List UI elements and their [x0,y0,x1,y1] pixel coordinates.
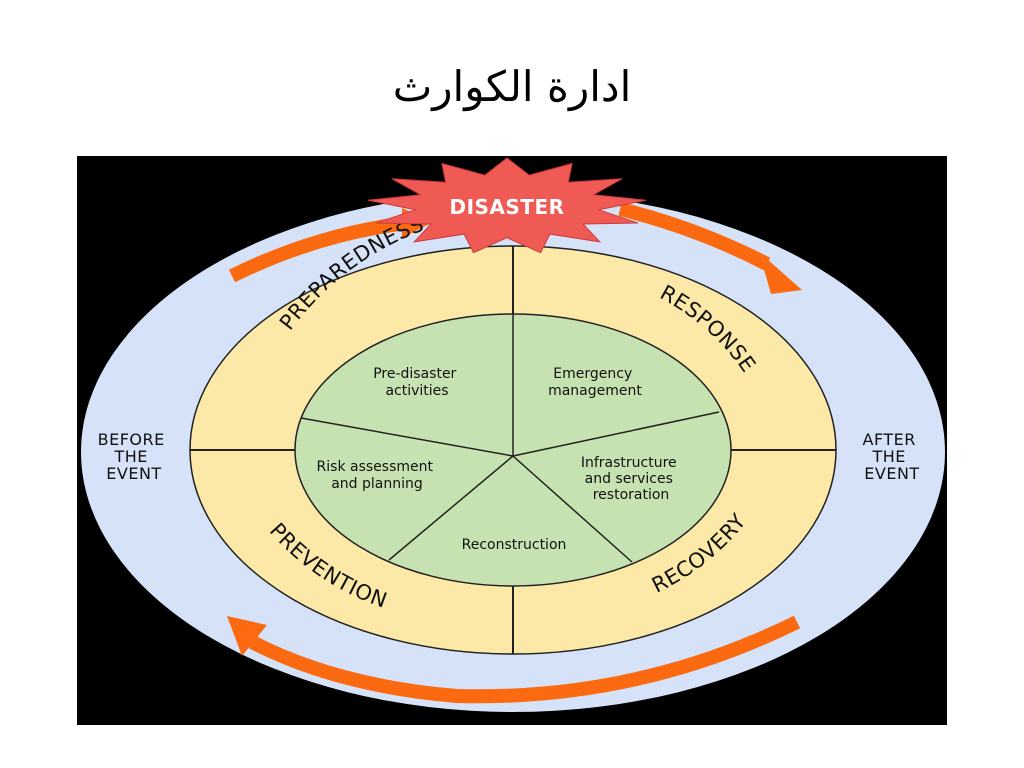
slide-title: ادارة الكوارث [392,62,632,111]
segment-divider [300,417,514,457]
infrastructure-restoration-label: Infrastructure and services restoration [581,455,681,503]
after-the-event-label: AFTER THE EVENT [863,430,922,483]
segment-divider [512,455,633,563]
curved-arrow-icon [759,252,802,294]
risk-assessment-label: Risk assessment and planning [317,459,438,492]
pre-disaster-activities-label: Pre-disaster activities [373,366,461,399]
starburst-icon [367,157,647,254]
arrow-bottom [248,615,801,704]
disaster-cycle-diagram: Pre-disaster activities Emergency manage… [77,156,947,725]
before-the-event-label: BEFORE THE EVENT [98,430,171,483]
disaster-label: DISASTER [449,195,564,219]
diagram-canvas: Pre-disaster activities Emergency manage… [81,157,945,712]
reconstruction-label: Reconstruction [462,537,567,553]
arrow-after-top [618,202,771,271]
segment-divider [388,455,514,561]
curved-arrow-icon [227,616,267,656]
arrow-before-top [228,216,408,283]
segment-divider [512,411,720,457]
emergency-management-label: Emergency management [548,366,642,399]
